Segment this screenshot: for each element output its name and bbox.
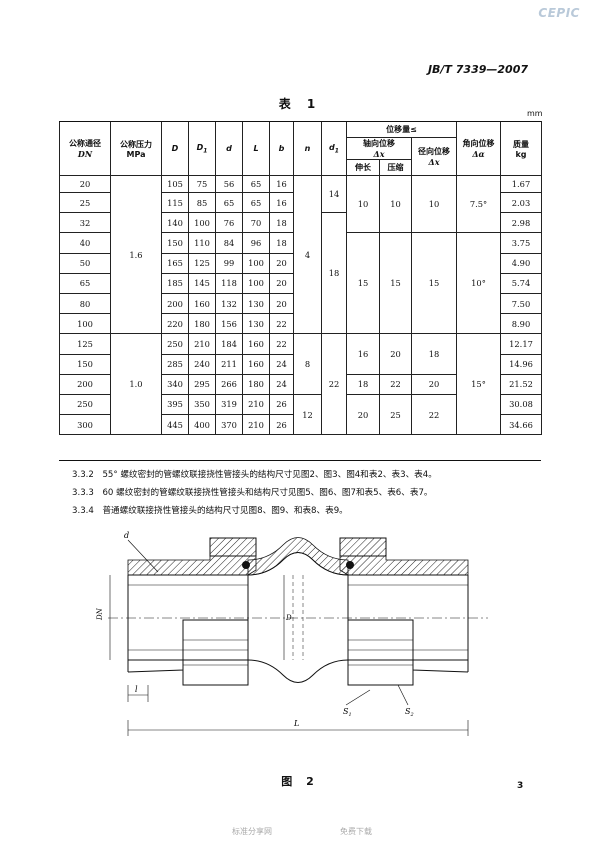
table-caption: 表 1 <box>278 97 322 111</box>
header-d: d <box>215 121 243 176</box>
header-D: D <box>161 121 189 176</box>
header-n: n <box>293 121 322 176</box>
label-l: l <box>135 685 138 694</box>
header-d1: d1 <box>321 121 347 176</box>
header-extension: 伸长 <box>346 159 380 176</box>
label-D: D <box>285 614 292 622</box>
header-compression: 压缩 <box>379 159 412 176</box>
page-number: 3 <box>517 781 524 791</box>
flexible-joint-drawing: d DN D l L S1 S2 <box>96 531 488 736</box>
publisher-logo: CEPIC <box>538 6 580 20</box>
label-S2: S2 <box>405 707 414 718</box>
label-DN: DN <box>96 607 104 621</box>
clause-3-3-3: 3.3.3 60 螺纹密封的管螺纹联接挠性管接头和结构尺寸见图5、图6、图7和表… <box>72 488 433 498</box>
footer-right-watermark: 免费下载 <box>340 827 372 836</box>
figure-caption: 图 2 <box>281 775 319 788</box>
table-bottom-rule <box>59 460 541 461</box>
table-unit: mm <box>527 109 543 118</box>
label-d: d <box>124 531 129 540</box>
header-displacement: 位移量≤ <box>345 121 458 138</box>
standard-number: JB/T 7339—2007 <box>427 63 528 76</box>
clause-3-3-4: 3.3.4 普通螺纹联接挠性管接头的结构尺寸见图8、图9、和表8、表9。 <box>72 506 348 516</box>
clause-3-3-2: 3.3.2 55° 螺纹密封的管螺纹联接挠性管接头的结构尺寸见图2、图3、图4和… <box>72 470 437 480</box>
header-D1: D1 <box>188 121 216 176</box>
label-S1: S1 <box>343 707 352 718</box>
label-L: L <box>293 719 299 728</box>
header-b: b <box>269 121 294 176</box>
table-top-rule <box>59 121 541 122</box>
header-L: L <box>242 121 270 176</box>
footer-left-watermark: 标准分享网 <box>232 827 272 836</box>
